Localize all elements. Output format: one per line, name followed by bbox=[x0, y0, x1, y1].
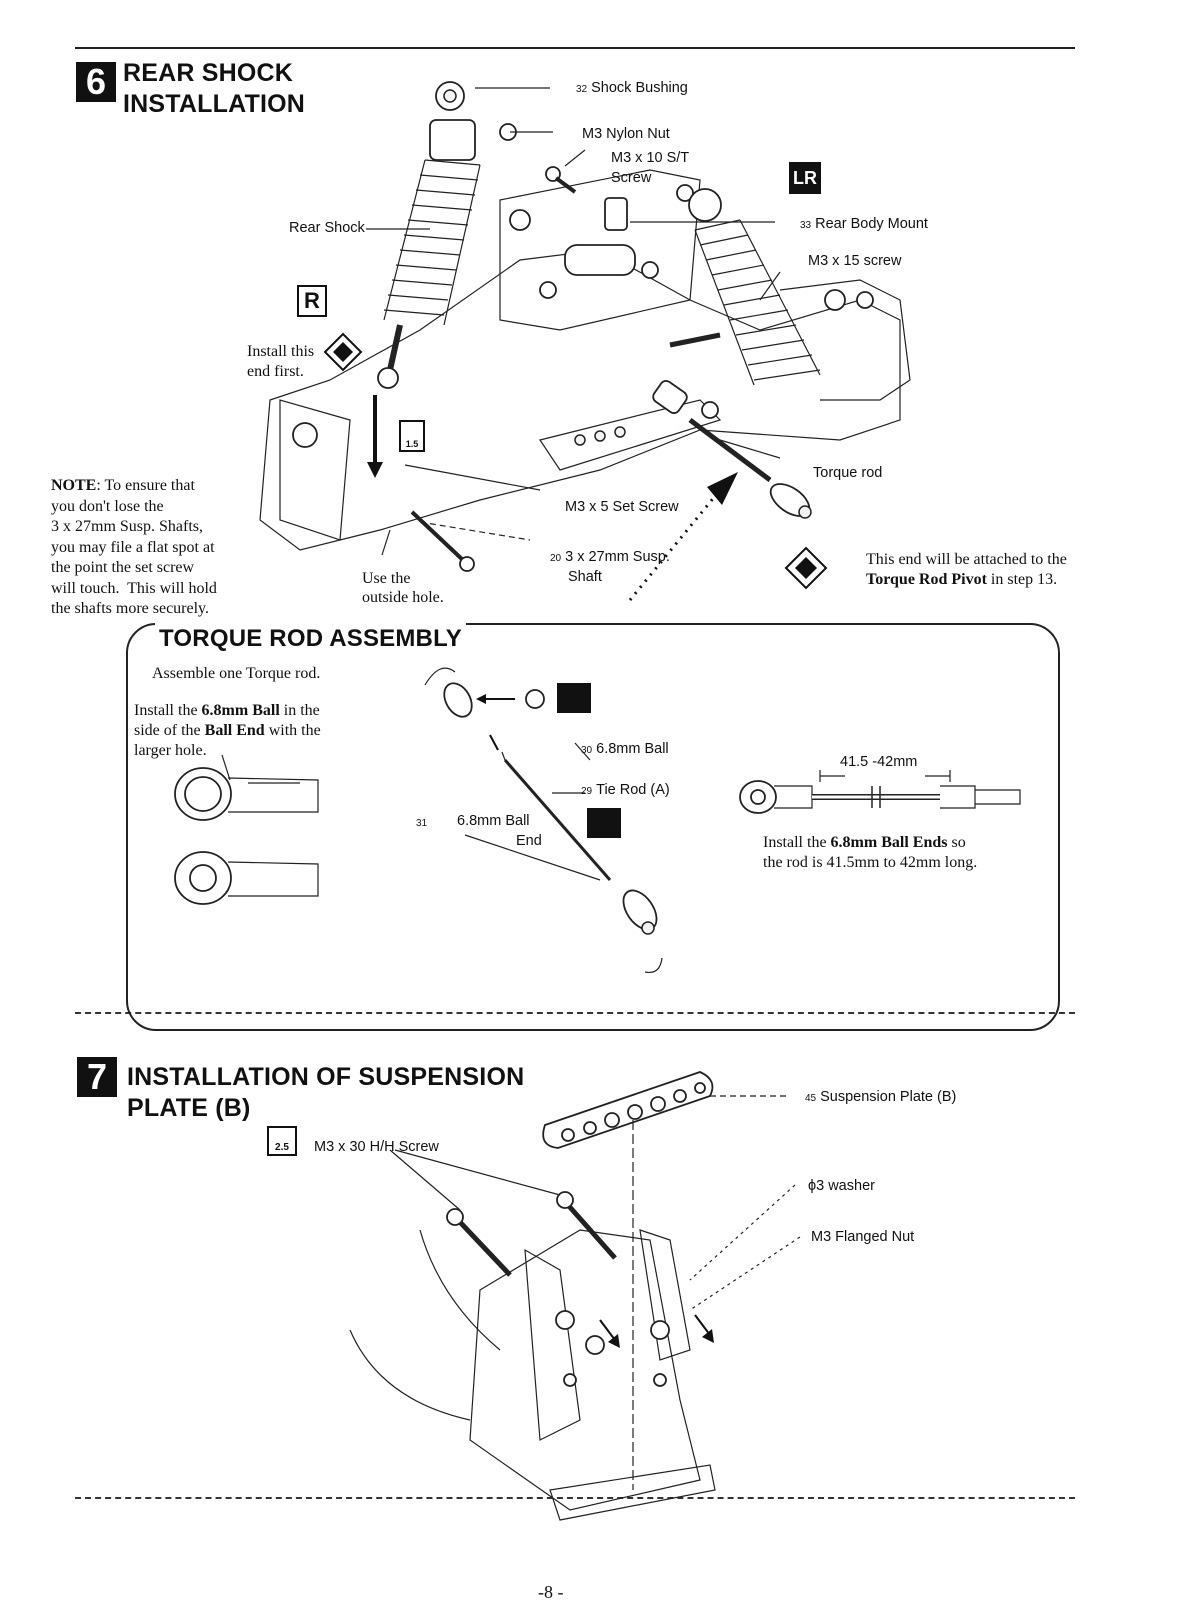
torque-rod-exploded-illustration bbox=[424, 667, 663, 974]
section-divider bbox=[75, 1012, 1075, 1014]
rear-body-mount-text: Rear Body Mount bbox=[815, 216, 928, 232]
hex-wrench-size: 2.5 bbox=[275, 1142, 289, 1153]
m3x5-set-screw-label: M3 x 5 Set Screw bbox=[565, 499, 679, 515]
torque-rod-illustration bbox=[652, 380, 812, 519]
torque-rod-label: Torque rod bbox=[813, 465, 883, 481]
suspension-plate-text: Suspension Plate (B) bbox=[820, 1089, 957, 1105]
rear-shock-right-illustration bbox=[688, 188, 821, 386]
washer-label: ϕ3 washer bbox=[808, 1178, 875, 1194]
m3-nylon-nut-label: M3 Nylon Nut bbox=[582, 126, 670, 142]
top-rule bbox=[75, 47, 1075, 49]
text: so bbox=[947, 834, 966, 851]
ball-end-label-line1: 6.8mm Ball bbox=[457, 813, 530, 829]
torque-rod-pivot-diamond-icon bbox=[784, 546, 828, 590]
text: Install the bbox=[763, 834, 831, 851]
hex-wrench-icon: 2.5 bbox=[267, 1126, 297, 1156]
note-paragraph: NOTE: To ensure that you don't lose the … bbox=[51, 476, 217, 620]
torque-rod-pivot-suffix: in step 13. bbox=[986, 571, 1058, 588]
torque-rod-pivot-note-line2: Torque Rod Pivot in step 13. bbox=[866, 570, 1057, 590]
ball-ends-note-line2: the rod is 41.5mm to 42mm long. bbox=[763, 854, 978, 871]
step-6-badge: 6 bbox=[76, 62, 116, 102]
text: in the bbox=[279, 702, 320, 719]
ball-text: 6.8mm Ball bbox=[596, 741, 669, 757]
left-right-side-badge: LR bbox=[789, 162, 821, 194]
flanged-nut-label: M3 Flanged Nut bbox=[811, 1229, 915, 1245]
chassis-illustration bbox=[259, 169, 911, 551]
rear-shock-left-illustration bbox=[377, 81, 481, 389]
m3x10-screw-label-line1: M3 x 10 S/T bbox=[611, 150, 690, 166]
step-6-title-line2: INSTALLATION bbox=[123, 90, 306, 118]
hex-wrench-size: 1.5 bbox=[405, 439, 419, 449]
ball-end-detail-icon bbox=[587, 808, 621, 838]
tie-rod-text: Tie Rod (A) bbox=[596, 782, 670, 798]
suspension-plate-illustration bbox=[542, 1071, 714, 1149]
ball-end-larger-hole-illustration bbox=[174, 767, 319, 821]
torque-rod-assembled-illustration bbox=[739, 770, 1021, 814]
part-number: 45 bbox=[805, 1093, 817, 1104]
hex-wrench-icon: 1.5 bbox=[399, 420, 425, 452]
ball-end-smaller-hole-illustration bbox=[174, 851, 319, 905]
part-number: 31 bbox=[416, 818, 428, 829]
rod-length-dimension: 41.5 -42mm bbox=[840, 754, 918, 770]
hh-screws-illustration bbox=[446, 1191, 617, 1277]
install-ball-line2: side of the Ball End with the bbox=[134, 721, 321, 741]
bottom-rule bbox=[75, 1497, 1075, 1499]
text: side of the bbox=[134, 722, 205, 739]
hh-screw-label: M3 x 30 H/H Screw bbox=[314, 1139, 439, 1155]
bold-text: Ball End bbox=[204, 722, 265, 739]
step-7-title-line2: PLATE (B) bbox=[127, 1094, 251, 1122]
torque-rod-pivot-bold: Torque Rod Pivot bbox=[866, 571, 987, 588]
step-6-title-line1: REAR SHOCK bbox=[123, 59, 294, 87]
part-number: 30 bbox=[581, 745, 593, 756]
susp-shaft-text: 3 x 27mm Susp. bbox=[565, 549, 670, 565]
torque-rod-assembly-title: TORQUE ROD ASSEMBLY bbox=[155, 623, 466, 654]
part-number: 32 bbox=[576, 84, 588, 95]
install-ball-line3: larger hole. bbox=[134, 742, 207, 759]
torque-rod-assembly-box bbox=[126, 623, 1060, 1031]
use-outside-hole-note: Use the outside hole. bbox=[362, 570, 444, 606]
shock-bushing-text: Shock Bushing bbox=[591, 80, 688, 96]
torque-rod-pivot-note-line1: This end will be attached to the bbox=[866, 551, 1067, 568]
page-number: -8 - bbox=[538, 1582, 564, 1602]
rear-shock-label: Rear Shock bbox=[289, 220, 365, 236]
ball-end-label-line2: End bbox=[516, 833, 542, 849]
text: with the bbox=[264, 722, 321, 739]
ball-end-label-num: 31 bbox=[416, 814, 431, 830]
bold-text: 6.8mm Ball bbox=[201, 702, 280, 719]
note-label: NOTE bbox=[51, 477, 97, 494]
part-number: 29 bbox=[581, 786, 593, 797]
bold-text: 6.8mm Ball Ends bbox=[830, 834, 948, 851]
m3x15-screw-label: M3 x 15 screw bbox=[808, 253, 902, 269]
text: Install the bbox=[134, 702, 202, 719]
m3x10-screw-label-line2: Screw bbox=[611, 170, 652, 186]
right-side-badge: R bbox=[297, 285, 327, 317]
step-7-badge: 7 bbox=[77, 1057, 117, 1097]
step-7-title-line1: INSTALLATION OF SUSPENSION bbox=[127, 1063, 525, 1091]
ball-detail-icon bbox=[557, 683, 591, 713]
ball-ends-note-line1: Install the 6.8mm Ball Ends so bbox=[763, 833, 966, 853]
gearbox-bulkhead-illustration bbox=[349, 1229, 716, 1521]
part-number: 33 bbox=[800, 220, 812, 231]
susp-shaft-label-line2: Shaft bbox=[568, 569, 602, 585]
install-first-diamond-icon bbox=[323, 332, 363, 372]
note-text: : To ensure that you don't lose the 3 x … bbox=[51, 477, 217, 617]
install-first-note: Install this end first. bbox=[247, 343, 315, 380]
assemble-one-note: Assemble one Torque rod. bbox=[152, 665, 321, 682]
install-ball-line1: Install the 6.8mm Ball in the bbox=[134, 701, 320, 721]
part-number: 20 bbox=[550, 553, 562, 564]
